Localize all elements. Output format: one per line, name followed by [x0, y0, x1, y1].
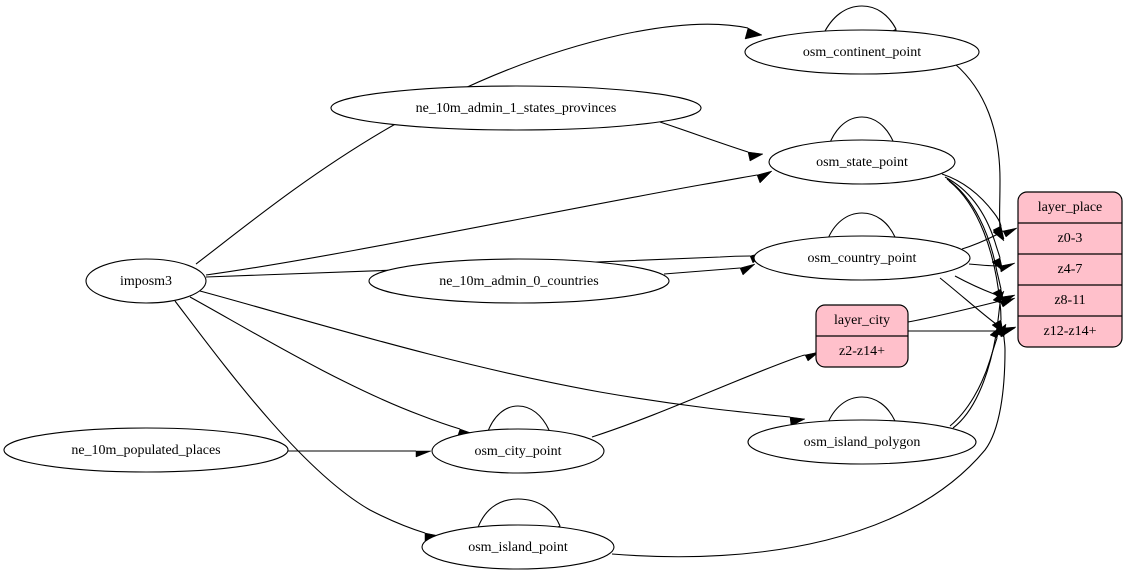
- node-ne-10m-admin-0-countries[interactable]: ne_10m_admin_0_countries: [368, 258, 670, 304]
- node-ne-populated-label: ne_10m_populated_places: [71, 443, 220, 458]
- node-ne-admin1-label: ne_10m_admin_1_states_provinces: [416, 101, 617, 116]
- record-layer: layer_place z0-3 z4-7 z8-11 z12-z14+ lay…: [815, 191, 1123, 368]
- edge-osm-island-polygon-to-layer-place-z12: [949, 325, 1002, 427]
- node-imposm3[interactable]: imposm3: [85, 258, 207, 304]
- node-osm-continent-point[interactable]: osm_continent_point: [744, 29, 980, 75]
- node-osm-island-polygon[interactable]: osm_island_polygon: [747, 419, 977, 465]
- node-osm-state-point-label: osm_state_point: [816, 155, 908, 170]
- edge-osm-country-point-to-layer-place-z4: [968, 262, 1016, 273]
- node-osm-city-point[interactable]: osm_city_point: [431, 428, 605, 474]
- edge-imposm3-to-osm-city-point: [189, 296, 475, 439]
- node-osm-country-point-label: osm_country_point: [808, 251, 917, 266]
- edge-imposm3-to-osm-state-point: [205, 170, 773, 276]
- edge-imposm3-to-osm-island-polygon: [199, 290, 806, 427]
- edge-ne-admin1-to-osm-state-point: [659, 121, 764, 162]
- layer-city-row-z2-z14[interactable]: z2-z14+: [839, 344, 885, 359]
- layer-place-row-z8-11[interactable]: z8-11: [1054, 293, 1085, 308]
- node-osm-state-point[interactable]: osm_state_point: [768, 139, 956, 185]
- node-ne-10m-admin-1-states-provinces[interactable]: ne_10m_admin_1_states_provinces: [330, 85, 702, 131]
- node-osm-island-point[interactable]: osm_island_point: [421, 524, 615, 570]
- edge-osm-continent-point-to-layer-place-z0: [954, 63, 1005, 242]
- layer-place-title: layer_place: [1038, 200, 1103, 215]
- layer-place-body: [1017, 191, 1123, 348]
- layer-place-row-z4-7[interactable]: z4-7: [1058, 262, 1083, 277]
- edge-ne-populated-to-osm-city-point: [288, 450, 432, 458]
- edge-ne-admin0-to-osm-country-point: [663, 263, 756, 276]
- layer-place-row-z12-z14[interactable]: z12-z14+: [1044, 324, 1097, 339]
- node-layer: imposm3 ne_10m_admin_1_states_provinces …: [3, 29, 980, 570]
- layer-place-row-z0-3[interactable]: z0-3: [1058, 231, 1083, 246]
- node-osm-island-polygon-label: osm_island_polygon: [804, 435, 921, 450]
- node-imposm3-label: imposm3: [120, 274, 172, 289]
- node-osm-country-point[interactable]: osm_country_point: [753, 235, 971, 281]
- edge-osm-state-point-to-layer-place-z8: [946, 178, 1005, 303]
- edge-imposm3-to-osm-island-point: [174, 300, 441, 542]
- edge-osm-country-point-to-layer-place-z0: [961, 227, 1018, 250]
- layer-city-title: layer_city: [834, 313, 890, 328]
- record-node-layer-place[interactable]: layer_place z0-3 z4-7 z8-11 z12-z14+: [1017, 191, 1123, 348]
- edge-osm-city-point-to-layer-city-z2: [591, 351, 820, 438]
- node-ne-admin0-label: ne_10m_admin_0_countries: [439, 274, 598, 289]
- record-node-layer-city[interactable]: layer_city z2-z14+: [815, 304, 909, 368]
- edge-osm-island-polygon-to-layer-place-z8: [952, 290, 1005, 429]
- edge-osm-state-point-to-layer-place-z0: [941, 173, 1005, 240]
- edge-layer-city-to-layer-place-z8: [907, 297, 1016, 323]
- node-osm-continent-point-label: osm_continent_point: [803, 45, 921, 60]
- node-ne-10m-populated-places[interactable]: ne_10m_populated_places: [3, 427, 289, 473]
- node-osm-island-point-label: osm_island_point: [468, 540, 568, 555]
- node-osm-city-point-label: osm_city_point: [474, 444, 561, 459]
- edge-layer-city-to-layer-place-z12: [908, 327, 1016, 338]
- edge-imposm3-to-osm-continent-point: [195, 23, 763, 265]
